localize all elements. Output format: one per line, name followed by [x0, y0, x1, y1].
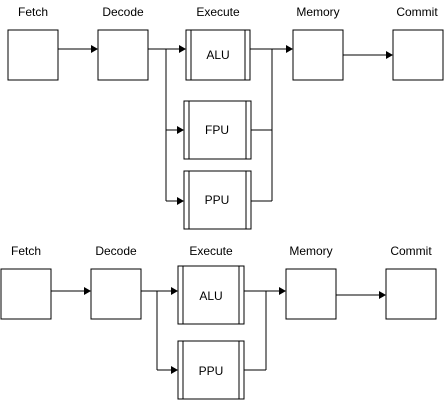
- ppu-unit: PPU: [183, 170, 252, 230]
- stage-label-fetch: Fetch: [18, 5, 48, 19]
- connectors-top: [58, 45, 393, 205]
- ppu-unit-2: PPU: [177, 340, 245, 400]
- fpu-label: FPU: [205, 123, 229, 137]
- ppu-label-2: PPU: [199, 364, 224, 378]
- stage-label-memory-2: Memory: [289, 244, 332, 258]
- decode-box: [97, 29, 149, 81]
- commit-box-2: [385, 268, 437, 320]
- alu-unit-2: ALU: [177, 265, 245, 325]
- alu-unit: ALU: [185, 29, 251, 81]
- stage-label-commit-2: Commit: [390, 244, 432, 258]
- alu-label-2: ALU: [199, 289, 222, 303]
- fetch-box: [7, 29, 59, 81]
- stage-label-execute: Execute: [196, 5, 240, 19]
- ppu-label: PPU: [205, 193, 230, 207]
- pipeline-bottom: Fetch Decode Execute Memory Commit ALU P…: [0, 244, 437, 400]
- stage-label-memory: Memory: [296, 5, 339, 19]
- fpu-unit: FPU: [183, 100, 252, 160]
- connectors-bottom: [51, 287, 386, 374]
- memory-box-2: [285, 268, 337, 320]
- commit-box: [392, 29, 444, 81]
- stage-label-decode-2: Decode: [95, 244, 137, 258]
- stage-label-fetch-2: Fetch: [11, 244, 41, 258]
- memory-box: [292, 29, 344, 81]
- pipeline-top: Fetch Decode Execute Memory Commit ALU F…: [7, 5, 444, 230]
- stage-label-execute-2: Execute: [189, 244, 233, 258]
- alu-label: ALU: [206, 48, 229, 62]
- fetch-box-2: [0, 268, 52, 320]
- stage-label-commit: Commit: [396, 5, 438, 19]
- stage-label-decode: Decode: [102, 5, 144, 19]
- decode-box-2: [90, 268, 142, 320]
